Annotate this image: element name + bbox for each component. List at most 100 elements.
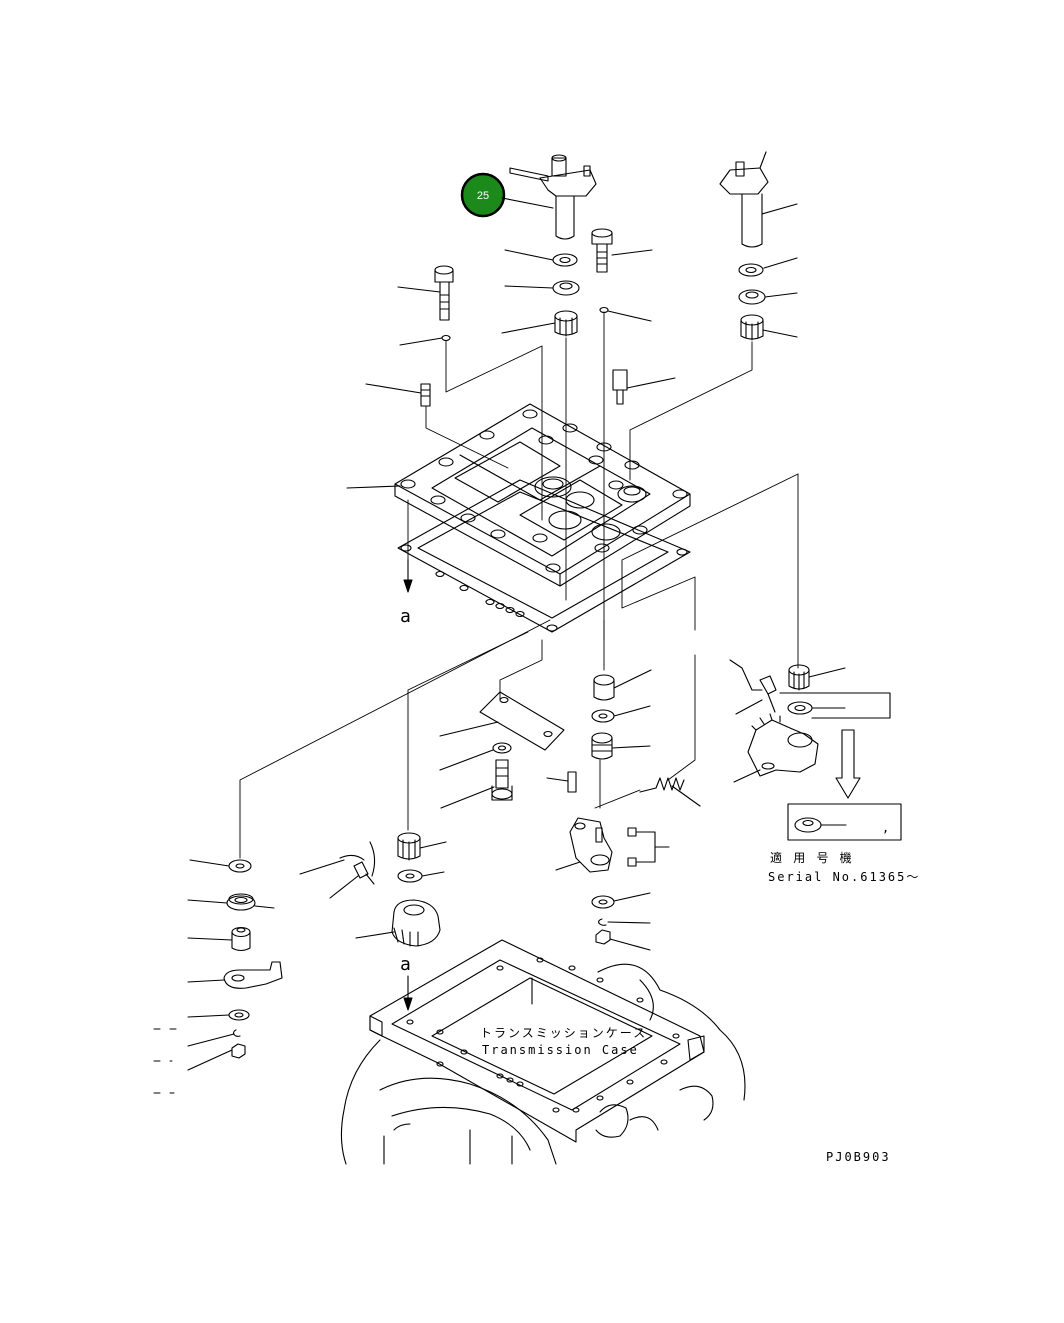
- leader-line: [555, 861, 581, 871]
- hex-nuts-pair: [627, 827, 670, 867]
- washer-lower-center: [591, 895, 615, 909]
- inset-box: [787, 803, 902, 841]
- leader-line: [546, 777, 569, 782]
- case-label-jp: トランスミッションケース: [480, 1026, 647, 1040]
- leader-line: [187, 1014, 230, 1018]
- leader-line: [613, 705, 651, 717]
- leader-line: [187, 1033, 235, 1047]
- gasket: [397, 479, 691, 633]
- leader-line: [421, 871, 445, 877]
- leader-line: [397, 286, 441, 293]
- snap-ring-center: [598, 918, 607, 926]
- leader-line: [346, 485, 401, 489]
- nut-center: [595, 929, 611, 945]
- callout-badge-25[interactable]: 25: [460, 172, 506, 218]
- bolt-left: [434, 265, 454, 321]
- leader-line: [329, 875, 359, 899]
- leader-line: [399, 337, 443, 346]
- leader-line: [355, 931, 395, 939]
- view-marker-top: a: [400, 606, 411, 627]
- snap-ring-ll: [232, 1029, 241, 1037]
- center-lever: [569, 817, 613, 873]
- leader-line: [504, 285, 554, 289]
- bushing-left: [554, 310, 578, 337]
- view-marker-bottom: a: [400, 954, 411, 975]
- leader-line: [763, 257, 798, 269]
- bushing-right-lower: [788, 664, 810, 691]
- bushing-right: [740, 314, 764, 341]
- seal-ring-right: [738, 289, 766, 305]
- transmission-case: [340, 939, 746, 1165]
- leader-line: [187, 979, 225, 983]
- washer-lower-mid: [397, 869, 423, 883]
- drawing-code: PJ0B903: [826, 1150, 891, 1164]
- leader-line: [189, 859, 230, 867]
- leader-line: [733, 769, 761, 783]
- gear-lever-lower: [391, 899, 441, 947]
- lever-arm-ll: [223, 961, 283, 989]
- bracket-line: [779, 692, 891, 719]
- leader-line: [440, 786, 495, 809]
- washer-right-lower: [787, 701, 813, 715]
- leader-line: [626, 377, 676, 389]
- bushing-ll: [231, 926, 251, 952]
- dash-marks: [153, 1028, 177, 1094]
- leader-line: [439, 749, 494, 771]
- leader-line: [439, 721, 499, 737]
- washer-center: [591, 709, 615, 723]
- leader-line: [607, 921, 651, 924]
- plug-left: [420, 383, 431, 407]
- callout-badge-number: 25: [477, 190, 489, 202]
- leader-line: [504, 249, 554, 261]
- leader-line: [187, 899, 228, 904]
- bolt-center: [591, 228, 613, 273]
- leader-line: [254, 905, 275, 909]
- spring: [639, 777, 685, 793]
- applicability-serial: Serial No.61365～: [768, 870, 920, 884]
- seal-ll: [226, 893, 256, 911]
- leader-line: [761, 203, 798, 215]
- applicability-label-jp: 適 用 号 機: [770, 850, 854, 865]
- nut-ll: [231, 1043, 246, 1059]
- bushing-center: [593, 674, 615, 701]
- shift-lever-left: [509, 154, 597, 240]
- leader-line: [611, 249, 653, 256]
- leader-line: [419, 841, 447, 849]
- leader-line: [607, 310, 652, 322]
- leader-line: [613, 892, 651, 902]
- washer-ll-1: [228, 859, 252, 873]
- bushing-lower-mid: [397, 832, 421, 861]
- leader-line: [611, 745, 651, 749]
- washer-left-1: [552, 253, 578, 267]
- o-ring-left: [441, 334, 451, 342]
- leader-line: [187, 1049, 233, 1071]
- leader-line: [762, 329, 798, 338]
- leader-line: [808, 667, 846, 678]
- seal-ring-left: [552, 280, 580, 296]
- view-arrow-bottom: [403, 975, 413, 1011]
- view-arrow-top: [403, 559, 413, 593]
- leader-line: [764, 292, 798, 298]
- spring-seat: [591, 732, 613, 760]
- leader-line: [609, 938, 651, 951]
- leader-line: [299, 859, 345, 875]
- pin-small: [567, 771, 577, 793]
- inset-box-mark: ,: [882, 821, 891, 835]
- leader-line: [613, 669, 652, 689]
- washer-mid: [492, 742, 512, 754]
- washer-ll-2: [228, 1009, 250, 1021]
- sensor-switch: [612, 369, 628, 405]
- leader-line: [671, 785, 701, 807]
- leader-line: [735, 699, 763, 715]
- leader-line: [365, 383, 422, 394]
- shift-lever-right: [719, 151, 769, 248]
- detent-lever: [747, 713, 819, 777]
- washer-right-1: [738, 263, 764, 277]
- leader-line-25: [501, 197, 554, 209]
- bolt-right-lower: [729, 659, 777, 713]
- guide-plate: [479, 691, 565, 751]
- bolt-lower-left: [339, 854, 375, 885]
- case-label-en: Transmission Case: [482, 1043, 639, 1057]
